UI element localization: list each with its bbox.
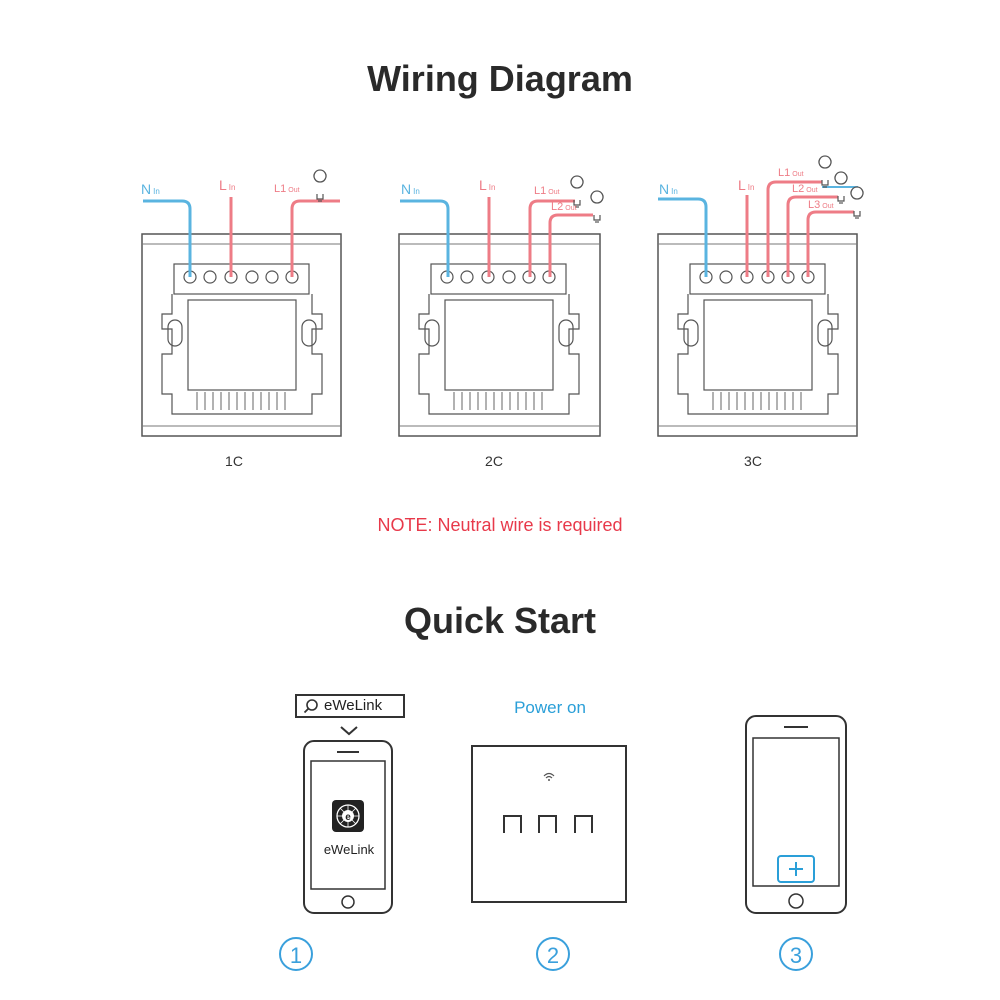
ewelink-logo-icon: e bbox=[332, 800, 364, 832]
wires-1c bbox=[143, 197, 340, 277]
l-in-label: L bbox=[219, 177, 227, 193]
touch-button-icons bbox=[503, 815, 593, 833]
n-in-label: N bbox=[141, 181, 151, 197]
l2-out-label: L2 bbox=[792, 183, 804, 195]
neutral-wire-note: NOTE: Neutral wire is required bbox=[377, 515, 623, 535]
svg-text:NIn: NIn bbox=[401, 181, 420, 197]
n-in-label: N bbox=[401, 181, 411, 197]
svg-text:e: e bbox=[345, 812, 351, 823]
switch-2c bbox=[398, 233, 601, 437]
l1-out-label: L1 bbox=[778, 167, 790, 179]
svg-text:LIn: LIn bbox=[479, 177, 495, 193]
svg-text:NIn: NIn bbox=[141, 181, 160, 197]
wires-3c bbox=[658, 180, 858, 277]
n-in-label: N bbox=[659, 181, 669, 197]
l-in-label: L bbox=[738, 177, 746, 193]
variant-label-2c: 2C bbox=[485, 453, 503, 469]
l1-out-label: L1 bbox=[534, 185, 546, 197]
switch-panel-power-on bbox=[471, 745, 627, 903]
switch-3c bbox=[657, 233, 858, 437]
lamp-icon bbox=[313, 169, 327, 202]
wires-2c bbox=[400, 197, 593, 277]
phone-app-store: e bbox=[303, 726, 393, 914]
step-3-badge: 3 bbox=[779, 937, 813, 971]
lamp-icon bbox=[590, 190, 604, 223]
switch-1c bbox=[141, 233, 342, 437]
svg-text:LIn: LIn bbox=[219, 177, 235, 193]
search-text: eWeLink bbox=[324, 697, 383, 714]
variant-label-3c: 3C bbox=[744, 453, 762, 469]
l1-out-label: L1 bbox=[274, 183, 286, 195]
wifi-icon bbox=[543, 772, 555, 781]
l-in-label: L bbox=[479, 177, 487, 193]
app-name-label: eWeLink bbox=[323, 842, 375, 857]
step-2-badge: 2 bbox=[536, 937, 570, 971]
svg-text:NIn: NIn bbox=[659, 181, 678, 197]
variant-label-1c: 1C bbox=[225, 453, 243, 469]
l2-out-label: L2 bbox=[551, 201, 563, 213]
svg-text:LIn: LIn bbox=[738, 177, 754, 193]
app-search-box[interactable]: eWeLink bbox=[295, 694, 405, 718]
l3-out-label: L3 bbox=[808, 199, 820, 211]
power-on-label: Power on bbox=[514, 698, 586, 717]
add-device-icon[interactable] bbox=[777, 855, 815, 883]
phone-add-device bbox=[745, 715, 847, 914]
step-1-badge: 1 bbox=[279, 937, 313, 971]
search-icon bbox=[303, 699, 318, 714]
quick-start-title: Quick Start bbox=[403, 600, 597, 641]
wiring-diagram-title: Wiring Diagram bbox=[367, 58, 633, 99]
